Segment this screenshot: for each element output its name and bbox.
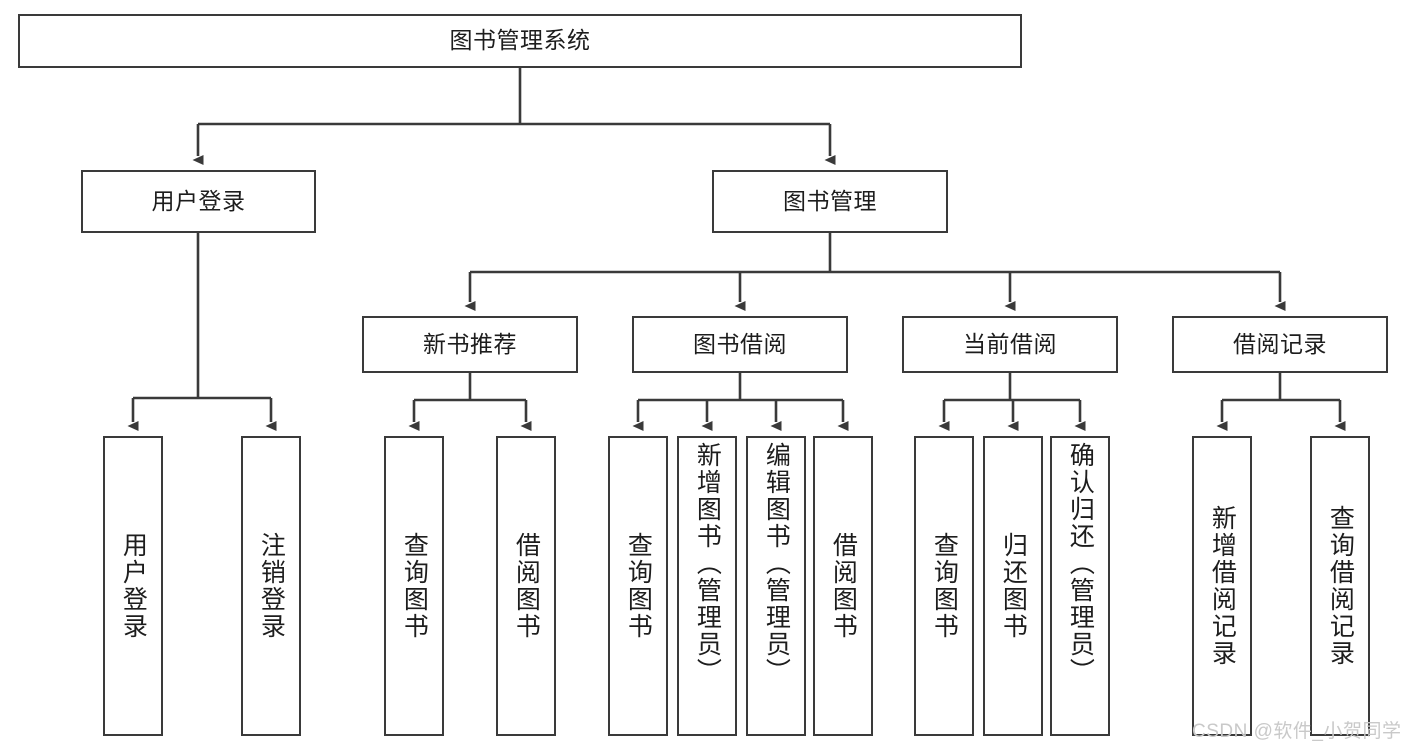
node-label: 图书管理系统: [449, 27, 591, 54]
node-label: 新增借阅记录: [1208, 505, 1237, 667]
node-borrow-records[interactable]: 借阅记录: [1172, 316, 1388, 373]
csdn-watermark: CSDN @软件_小贺同学: [1192, 721, 1402, 742]
leaf-borrow-records-add-record[interactable]: 新增借阅记录: [1192, 436, 1252, 736]
leaf-current-borrow-query-book[interactable]: 查询图书: [914, 436, 974, 736]
node-label: 注销登录: [257, 532, 286, 640]
leaf-book-borrow-query-book[interactable]: 查询图书: [608, 436, 668, 736]
node-label: 借阅图书: [829, 532, 858, 640]
node-label: 图书管理: [783, 187, 877, 214]
leaf-new-book-borrow-book[interactable]: 借阅图书: [496, 436, 556, 736]
node-label: 用户登录: [119, 532, 148, 640]
node-root-book-management-system[interactable]: 图书管理系统: [18, 14, 1022, 68]
node-new-book-recommend[interactable]: 新书推荐: [362, 316, 578, 373]
node-label: 借阅记录: [1233, 330, 1327, 357]
leaf-book-borrow-edit-book-admin[interactable]: 编辑图书（管理员）: [746, 436, 806, 736]
node-user-login[interactable]: 用户登录: [81, 170, 316, 233]
leaf-current-borrow-confirm-return-admin[interactable]: 确认归还（管理员）: [1050, 436, 1110, 736]
leaf-user-login-logout[interactable]: 注销登录: [241, 436, 301, 736]
leaf-borrow-records-query-record[interactable]: 查询借阅记录: [1310, 436, 1370, 736]
node-book-management[interactable]: 图书管理: [712, 170, 948, 233]
leaf-current-borrow-return-book[interactable]: 归还图书: [983, 436, 1043, 736]
node-label: 查询图书: [400, 532, 429, 640]
leaf-new-book-query-book[interactable]: 查询图书: [384, 436, 444, 736]
node-current-borrow[interactable]: 当前借阅: [902, 316, 1118, 373]
node-label: 查询图书: [930, 532, 959, 640]
node-label: 图书借阅: [693, 330, 787, 357]
node-label: 用户登录: [151, 187, 246, 214]
node-label: 确认归还（管理员）: [1066, 442, 1095, 685]
node-label: 编辑图书（管理员）: [762, 442, 791, 685]
node-label: 查询图书: [624, 532, 653, 640]
leaf-book-borrow-add-book-admin[interactable]: 新增图书（管理员）: [677, 436, 737, 736]
node-label: 归还图书: [999, 532, 1028, 640]
leaf-user-login-login[interactable]: 用户登录: [103, 436, 163, 736]
node-label: 新书推荐: [423, 330, 517, 357]
node-label: 当前借阅: [963, 330, 1057, 357]
node-label: 新增图书（管理员）: [693, 442, 722, 685]
node-book-borrow[interactable]: 图书借阅: [632, 316, 848, 373]
node-label: 查询借阅记录: [1326, 505, 1355, 667]
leaf-book-borrow-borrow-book[interactable]: 借阅图书: [813, 436, 873, 736]
node-label: 借阅图书: [512, 532, 541, 640]
